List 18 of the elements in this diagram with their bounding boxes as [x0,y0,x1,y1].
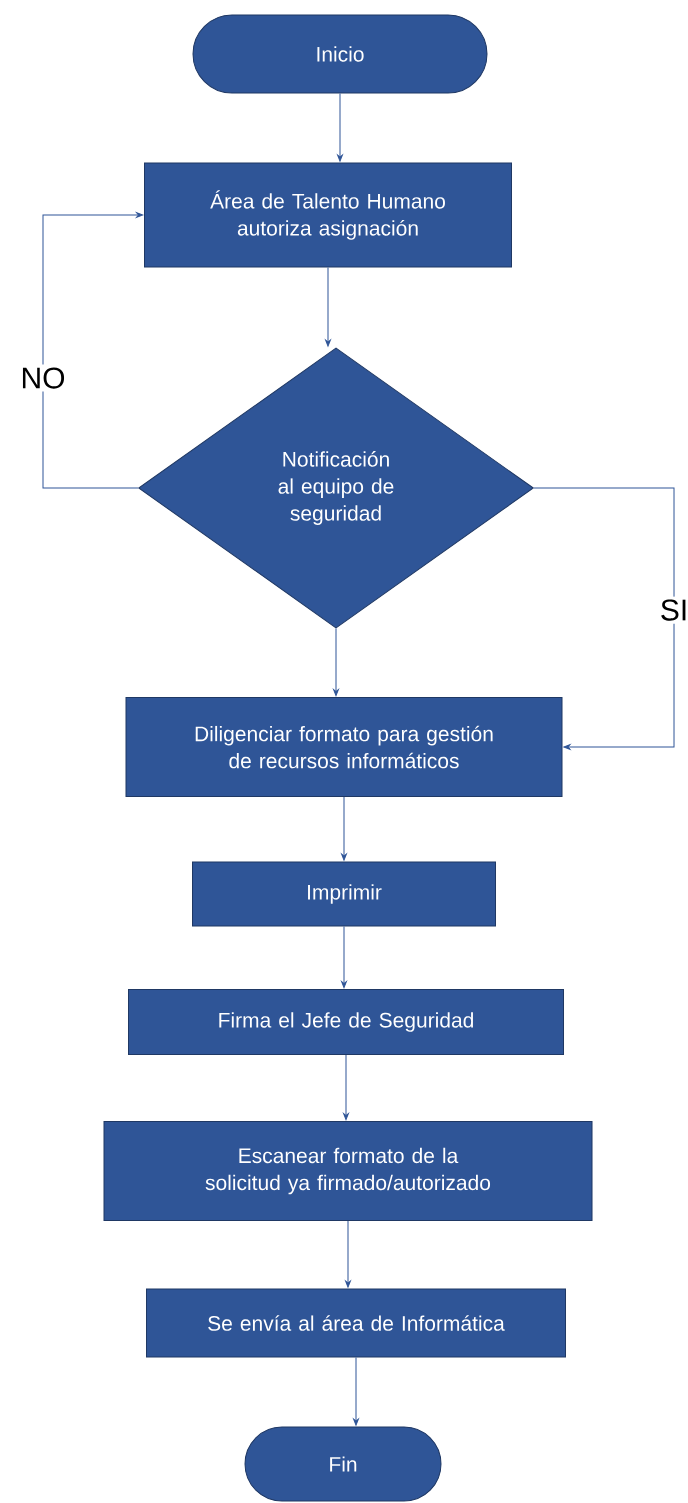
arrow [333,628,339,697]
process-box: Escanear formato de la solicitud ya firmado/autorizado [103,1121,593,1221]
process-box: Área de Talento Humano autoriza asignación [144,162,512,268]
process-box: Diligenciar formato para gestión de recursos informáticos [125,697,563,797]
arrow [533,487,675,750]
edge-label: NO [17,364,69,392]
arrow [345,1220,351,1288]
arrow [325,267,331,347]
process-box: Firma el Jefe de Seguridad [128,989,564,1055]
arrow [341,796,347,861]
arrow [341,926,347,989]
arrow [42,212,144,489]
process-box: Imprimir [192,861,496,927]
arrow [353,1357,359,1426]
edge-label: SI [656,596,688,624]
arrow [343,1054,349,1121]
process-box: Se envía al área de Informática [146,1288,566,1358]
arrow [337,93,343,162]
